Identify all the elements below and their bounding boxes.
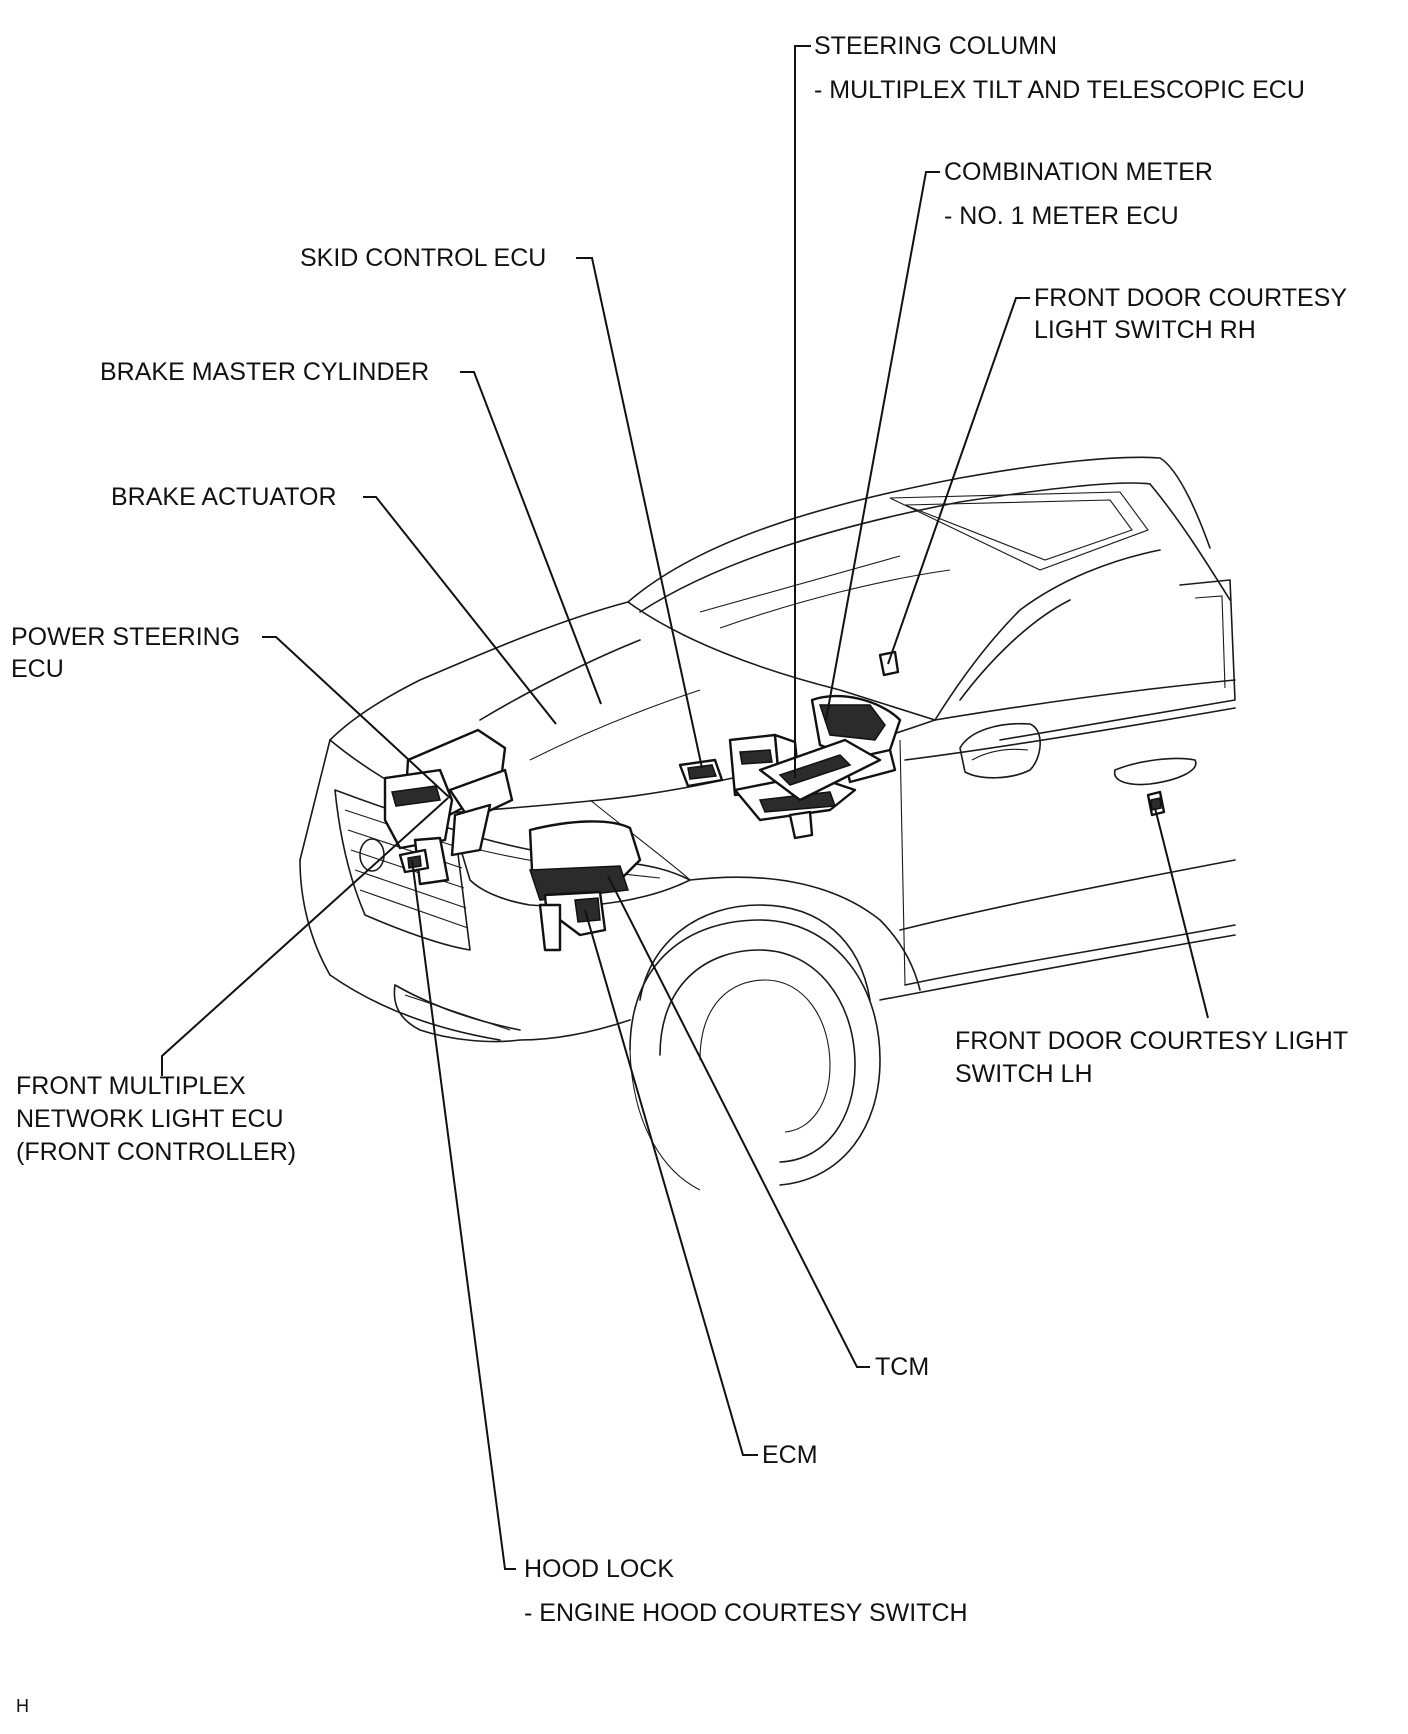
leader-front-door-rh (887, 297, 1030, 665)
label-front-multiplex-line2: NETWORK LIGHT ECU (16, 1105, 284, 1133)
label-tcm: TCM (875, 1353, 930, 1381)
label-brake-master-cylinder: BRAKE MASTER CYLINDER (100, 358, 430, 386)
label-brake-actuator: BRAKE ACTUATOR (111, 483, 337, 511)
leader-combination-meter (825, 171, 940, 721)
leader-ecm (584, 909, 758, 1456)
leader-power-steering (262, 636, 451, 799)
component-steering-column (758, 738, 882, 802)
label-combination-meter: COMBINATION METER (944, 158, 1213, 186)
leader-hood-lock (411, 859, 516, 1570)
label-front-door-rh-line1: FRONT DOOR COURTESY (1034, 284, 1347, 312)
leader-brake-actuator (363, 496, 557, 725)
component-ecm-tcm (528, 820, 642, 952)
corner-mark: H (16, 1696, 29, 1716)
leader-tcm (607, 875, 870, 1368)
label-steering-column: STEERING COLUMN (814, 32, 1058, 60)
component-hood-lock (398, 848, 430, 874)
component-front-door-lh-switch (1146, 790, 1166, 817)
label-front-multiplex-line3: (FRONT CONTROLLER) (16, 1138, 297, 1166)
label-combination-meter-sub: - NO. 1 METER ECU (944, 202, 1179, 230)
label-front-door-rh-line2: LIGHT SWITCH RH (1034, 316, 1256, 344)
leader-brake-master (460, 371, 602, 705)
leader-skid-control (576, 257, 703, 769)
label-steering-column-sub: - MULTIPLEX TILT AND TELESCOPIC ECU (814, 76, 1305, 104)
label-front-door-lh-line1: FRONT DOOR COURTESY LIGHT (955, 1027, 1349, 1055)
leader-front-door-lh (1154, 807, 1209, 1019)
leader-lines (161, 45, 1209, 1570)
label-hood-lock-sub: - ENGINE HOOD COURTESY SWITCH (524, 1599, 968, 1627)
leader-front-multiplex (161, 797, 449, 1076)
label-front-door-lh-line2: SWITCH LH (955, 1060, 1093, 1088)
leader-steering-column (794, 45, 811, 778)
component-skid-control-ecu (678, 758, 724, 788)
label-ecm: ECM (762, 1441, 818, 1469)
label-front-multiplex-line1: FRONT MULTIPLEX (16, 1072, 246, 1100)
label-hood-lock: HOOD LOCK (524, 1555, 675, 1583)
label-power-steering-line1: POWER STEERING (11, 623, 241, 651)
label-power-steering-line2: ECU (11, 655, 64, 683)
label-skid-control-ecu: SKID CONTROL ECU (300, 244, 547, 272)
